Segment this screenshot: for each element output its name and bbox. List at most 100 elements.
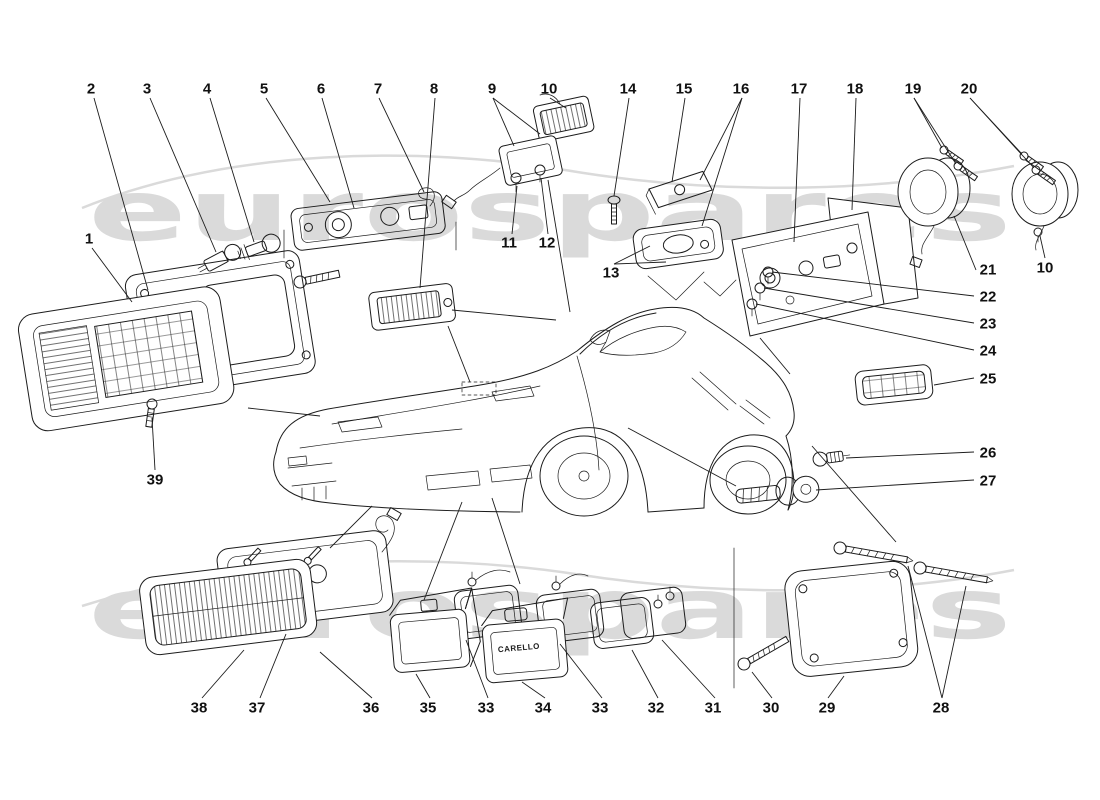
leader-lines — [91, 97, 1046, 699]
wire-connector — [441, 194, 457, 210]
tail-light-assembly — [731, 197, 919, 337]
frame-32 — [590, 597, 655, 649]
part-number-label: 3 — [142, 80, 152, 98]
part-number-label: 28 — [932, 699, 950, 717]
interior-lamp — [368, 283, 456, 331]
part-number-label: 20 — [960, 80, 978, 98]
carello-brand-label: CARELLO — [497, 642, 540, 655]
lamp-screw — [1019, 151, 1044, 172]
frame-bulb-2 — [665, 586, 675, 601]
fog-lamp-left — [389, 587, 481, 673]
lamp-location-marker — [461, 381, 497, 396]
licence-plate-lamp-group — [733, 541, 994, 689]
part-number-label: 36 — [362, 699, 380, 717]
part-number-label: 8 — [429, 80, 439, 98]
part-number-label: 30 — [762, 699, 780, 717]
headlight-lens — [17, 286, 235, 432]
headlight-bulb — [197, 243, 242, 273]
part-number-label: 14 — [619, 80, 637, 98]
frame-31 — [620, 586, 687, 639]
indicator-lens — [139, 558, 318, 656]
part-number-label: 22 — [979, 288, 997, 306]
part-number-label: 18 — [846, 80, 864, 98]
part-number-label: 33 — [591, 699, 609, 717]
part-number-label: 34 — [534, 699, 552, 717]
part-number-label: 10 — [540, 80, 558, 98]
round-lamp-right — [1011, 161, 1079, 251]
part-number-label: 35 — [419, 699, 437, 717]
part-number-label: 11 — [501, 234, 517, 252]
part-number-label: 38 — [190, 699, 208, 717]
part-number-label: 25 — [979, 370, 997, 388]
side-marker-lamps — [441, 93, 595, 210]
long-screw-28b — [913, 561, 994, 584]
part-number-label: 6 — [316, 80, 326, 98]
car-outline — [273, 306, 795, 517]
rear-round-lamps — [897, 145, 1079, 268]
part-number-label: 39 — [146, 471, 164, 489]
part-number-label: 12 — [538, 234, 556, 252]
part-number-label: 10 — [1036, 259, 1054, 277]
part-number-label: 4 — [202, 80, 212, 98]
lamp-screw — [1031, 165, 1056, 186]
wire-connector — [386, 507, 402, 521]
socket-27 — [735, 475, 820, 506]
marker-bulb — [510, 172, 522, 193]
wire-connector — [909, 256, 923, 268]
fog-lamp-right: CARELLO — [481, 597, 569, 684]
part-number-label: 23 — [979, 315, 997, 333]
screw-30 — [737, 635, 790, 671]
fog-lamps: CARELLO — [389, 569, 605, 684]
part-number-label: 2 — [86, 80, 96, 98]
marker-wire — [453, 167, 501, 202]
mounting-hardware — [607, 170, 737, 301]
marker-bulb-2 — [534, 164, 546, 183]
front-indicator-assembly — [139, 507, 402, 656]
part-number-label: 16 — [732, 80, 750, 98]
part-number-label: 13 — [602, 264, 620, 282]
watermark-swoosh — [81, 154, 1015, 210]
round-lamp-bulb — [1033, 227, 1043, 243]
round-lamp-left — [897, 157, 971, 255]
part-number-label: 19 — [904, 80, 922, 98]
fog-bulb — [467, 571, 477, 587]
side-repeater-lens — [854, 364, 934, 406]
bulb-and-socket — [735, 450, 851, 506]
lamp-screw — [953, 161, 978, 182]
part-number-label: 1 — [84, 230, 94, 248]
long-screw-28 — [833, 541, 914, 564]
lamp-frames — [590, 586, 687, 649]
frame-bulb — [653, 594, 663, 609]
part-number-label: 26 — [979, 444, 997, 462]
part-number-label: 15 — [675, 80, 693, 98]
lamp-support-plate — [283, 187, 457, 259]
part-number-label: 27 — [979, 472, 997, 490]
headlight-screw — [145, 398, 158, 428]
part-number-label: 5 — [259, 80, 269, 98]
part-number-label: 32 — [647, 699, 665, 717]
bracket-15 — [645, 170, 713, 215]
part-number-label: 9 — [487, 80, 497, 98]
side-intake — [691, 371, 771, 425]
part-number-label: 24 — [979, 342, 997, 360]
indicator-wire — [375, 515, 395, 553]
part-number-label: 37 — [248, 699, 266, 717]
bulb-26 — [812, 450, 851, 467]
bracket-arms — [647, 271, 737, 301]
part-number-label: 21 — [979, 261, 997, 279]
part-number-label: 17 — [790, 80, 808, 98]
side-mirror — [589, 329, 611, 353]
part-number-label: 29 — [818, 699, 836, 717]
wire-loop — [418, 187, 435, 207]
part-number-label: 7 — [373, 80, 383, 98]
lamp-housing-16 — [632, 218, 724, 270]
lamp-frame-29 — [784, 560, 919, 677]
fog-bulb-2 — [551, 575, 561, 591]
part-number-label: 31 — [704, 699, 722, 717]
part-number-label: 33 — [477, 699, 495, 717]
group-guide-marks — [283, 221, 457, 259]
headlight-bulb-2 — [237, 233, 281, 260]
adjuster-screw — [293, 269, 341, 289]
